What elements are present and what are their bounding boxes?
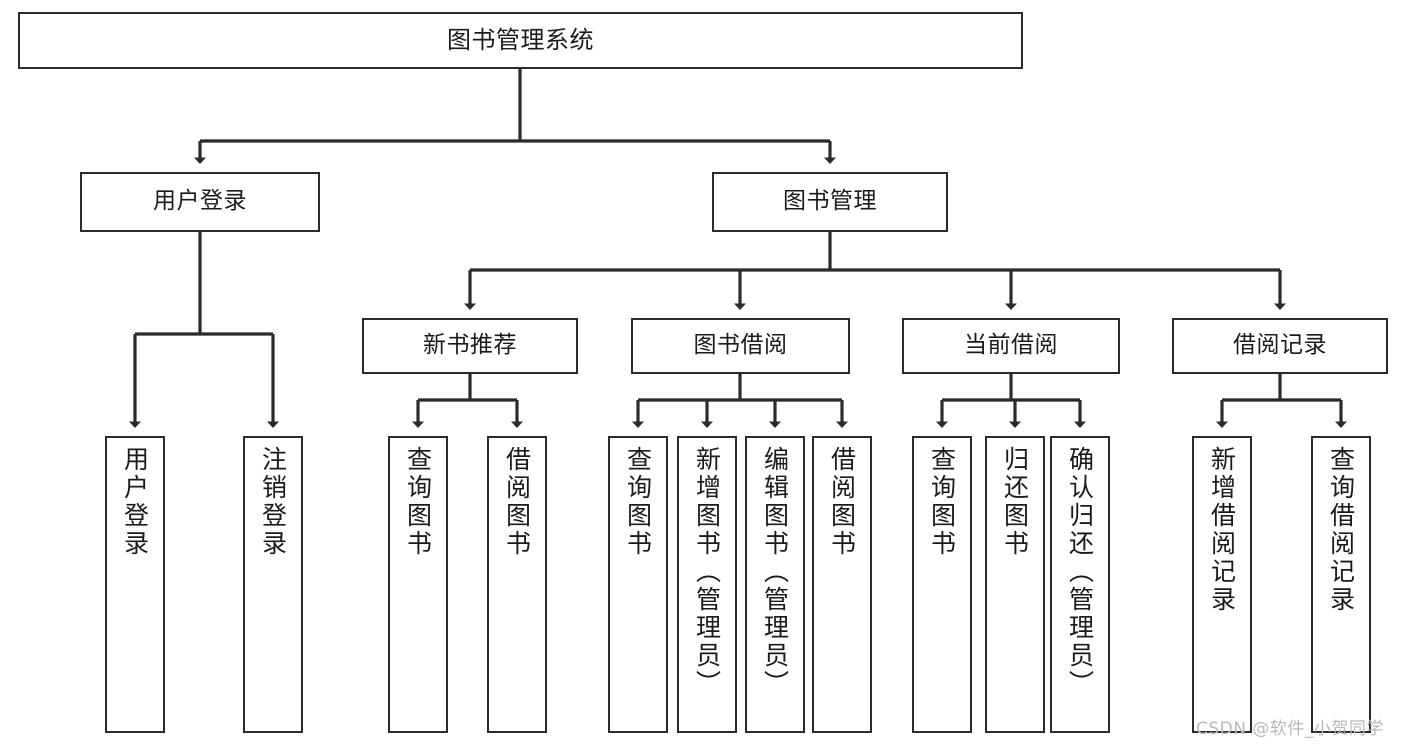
node-leaf-add-book-label: 新增图书（管理员）: [692, 446, 722, 698]
node-leaf-confirm-return[interactable]: 确认归还（管理员）: [1050, 436, 1110, 733]
node-leaf-return-book-label: 归还图书: [1000, 446, 1030, 558]
node-user-login-label: 用户登录: [153, 188, 247, 215]
node-borrow-record[interactable]: 借阅记录: [1172, 318, 1388, 374]
node-leaf-user-logout[interactable]: 注销登录: [243, 436, 303, 733]
node-leaf-query-book-2[interactable]: 查询图书: [608, 436, 668, 733]
node-leaf-borrow-book-2[interactable]: 借阅图书: [812, 436, 872, 733]
node-leaf-add-record[interactable]: 新增借阅记录: [1192, 436, 1252, 733]
node-leaf-query-book-2-label: 查询图书: [623, 446, 653, 558]
node-new-book-recommend-label: 新书推荐: [423, 332, 517, 359]
node-leaf-borrow-book-2-label: 借阅图书: [827, 446, 857, 558]
node-leaf-query-record-label: 查询借阅记录: [1326, 446, 1356, 614]
node-leaf-query-book-1-label: 查询图书: [403, 446, 433, 558]
node-book-borrow[interactable]: 图书借阅: [631, 318, 850, 374]
node-leaf-query-record[interactable]: 查询借阅记录: [1311, 436, 1371, 733]
node-leaf-add-book[interactable]: 新增图书（管理员）: [677, 436, 737, 733]
node-leaf-borrow-book-1[interactable]: 借阅图书: [487, 436, 547, 733]
node-leaf-user-login[interactable]: 用户登录: [105, 436, 165, 733]
node-current-borrow[interactable]: 当前借阅: [902, 318, 1120, 374]
node-leaf-confirm-return-label: 确认归还（管理员）: [1065, 446, 1095, 698]
node-current-borrow-label: 当前借阅: [964, 332, 1058, 359]
node-new-book-recommend[interactable]: 新书推荐: [362, 318, 578, 374]
node-leaf-user-login-label: 用户登录: [120, 446, 150, 558]
node-leaf-query-book-3-label: 查询图书: [927, 446, 957, 558]
csdn-watermark: CSDN @软件_小贺同学: [1196, 719, 1384, 739]
node-leaf-borrow-book-1-label: 借阅图书: [502, 446, 532, 558]
node-leaf-add-record-label: 新增借阅记录: [1207, 446, 1237, 614]
node-book-manage-label: 图书管理: [783, 188, 877, 215]
node-leaf-query-book-3[interactable]: 查询图书: [912, 436, 972, 733]
node-leaf-user-logout-label: 注销登录: [258, 446, 288, 558]
node-leaf-edit-book-label: 编辑图书（管理员）: [760, 446, 790, 698]
node-book-borrow-label: 图书借阅: [693, 332, 788, 359]
node-leaf-query-book-1[interactable]: 查询图书: [388, 436, 448, 733]
node-user-login[interactable]: 用户登录: [80, 172, 320, 232]
node-leaf-return-book[interactable]: 归还图书: [985, 436, 1045, 733]
node-book-manage[interactable]: 图书管理: [712, 172, 948, 232]
node-root[interactable]: 图书管理系统: [18, 12, 1023, 69]
node-borrow-record-label: 借阅记录: [1233, 332, 1327, 359]
node-leaf-edit-book[interactable]: 编辑图书（管理员）: [745, 436, 805, 733]
node-root-label: 图书管理系统: [447, 26, 594, 55]
